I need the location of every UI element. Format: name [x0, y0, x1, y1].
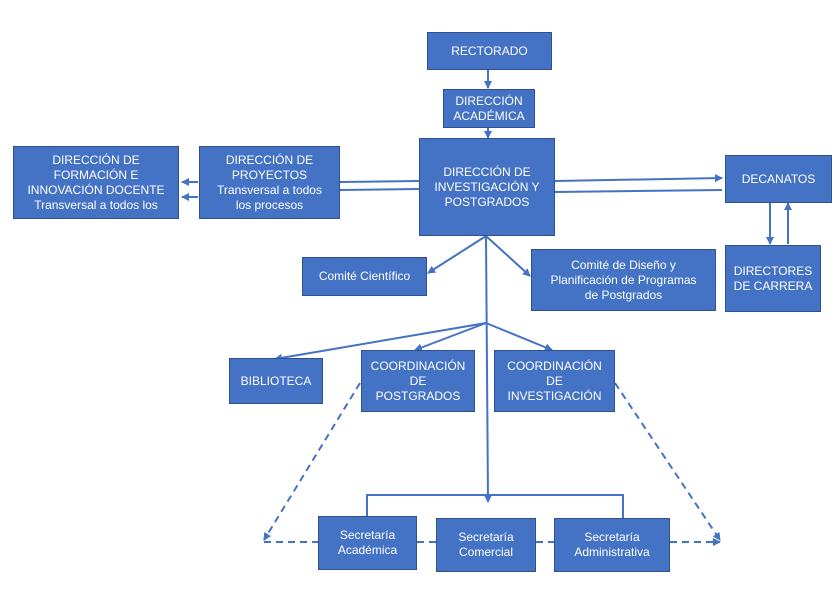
node-label-line: INVESTIGACIÓN — [507, 388, 602, 403]
node-label-line: PROYECTOS — [231, 167, 308, 182]
node-label-line: INVESTIGACIÓN Y — [434, 179, 540, 194]
node-label-line: Secretaría — [584, 530, 640, 544]
node-label-line: DIRECCIÓN DE — [52, 152, 140, 167]
dashed-coord-investigacion-right — [614, 382, 721, 541]
box-decanatos: DECANATOS — [725, 155, 832, 203]
edge-investigacion-proyectos-b — [339, 188, 420, 191]
node-label-line: RECTORADO — [451, 43, 528, 58]
node-label-line: DIRECCIÓN — [455, 93, 523, 108]
node-label-line: COORDINACIÓN — [370, 358, 466, 373]
box-biblioteca: BIBLIOTECA — [229, 358, 323, 404]
node-label-line: FORMACIÓN E — [53, 167, 139, 182]
node-label-line: DE CARRERA — [733, 278, 813, 293]
node-label-line: DECANATOS — [741, 171, 816, 186]
node-label-line: POSTGRADOS — [444, 194, 530, 209]
node-label-line: BIBLIOTECA — [240, 373, 312, 388]
box-rectorado: RECTORADO — [427, 32, 552, 70]
node-label-line: ACADÉMICA — [453, 108, 525, 123]
secretarias-bracket — [366, 494, 624, 518]
node-label-line: Comité Científico — [318, 269, 411, 283]
box-comite-cientifico: Comité Científico — [302, 257, 427, 296]
node-label-line: DIRECCIÓN DE — [225, 152, 314, 167]
node-label-line: DIRECCIÓN DE — [443, 164, 531, 179]
edge-investigacion-decanatos-a — [554, 174, 723, 183]
node-label-line: Planificación de Programas — [550, 272, 697, 287]
edge-hub-coord-investigacion — [485, 322, 553, 352]
node-label-line: Secretaría — [458, 530, 514, 544]
node-label-line: los procesos — [235, 197, 304, 212]
edge-investigacion-secretarias — [483, 235, 492, 503]
edge-investigacion-comite-diseno — [485, 235, 531, 277]
node-label-line: DE — [546, 373, 563, 388]
edge-hub-coord-postgrados — [414, 322, 487, 352]
node-label-line: COORDINACIÓN — [507, 358, 602, 373]
node-label-line: Comité de Diseño y — [571, 257, 676, 272]
edge-investigacion-decanatos-b — [554, 189, 723, 193]
node-label-line: Administrativa — [574, 545, 650, 559]
dashed-coord-postgrados-left — [263, 382, 361, 541]
edge-investigacion-comite-cientifico — [427, 235, 487, 274]
node-label-line: de Postgrados — [584, 287, 663, 302]
node-label-line: Transversal a todos — [217, 182, 322, 197]
node-label-line: DE — [409, 373, 427, 388]
node-label-line: INNOVACIÓN DOCENTE — [27, 182, 165, 197]
edge-hub-biblioteca — [274, 322, 487, 362]
node-label-line: Académica — [337, 543, 398, 557]
edge-investigacion-proyectos-a — [339, 180, 420, 183]
node-label-line: Transversal a todos los — [34, 197, 158, 212]
node-label-line: POSTGRADOS — [375, 388, 461, 403]
node-label-line: Secretaría — [339, 528, 396, 542]
node-label-line: DIRECTORES — [733, 263, 813, 278]
node-label-line: Comercial — [458, 545, 513, 559]
